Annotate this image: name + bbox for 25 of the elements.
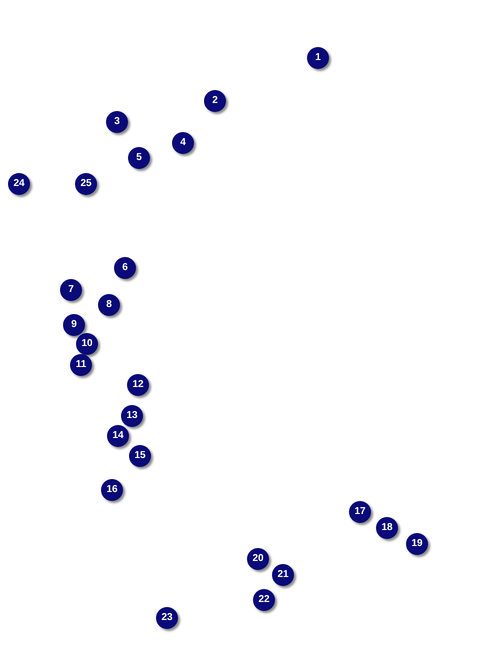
callout-number: 1: [307, 47, 329, 69]
callout-number: 13: [121, 405, 143, 427]
callout-number: 6: [114, 257, 136, 279]
callout-number: 14: [107, 425, 129, 447]
callout-number: 24: [8, 173, 30, 195]
callout-number: 18: [376, 517, 398, 539]
callout-number: 2: [204, 90, 226, 112]
callout-number: 25: [75, 173, 97, 195]
callout-number: 3: [106, 111, 128, 133]
callout-number: 10: [76, 333, 98, 355]
callout-number: 23: [156, 607, 178, 629]
callout-number: 4: [172, 132, 194, 154]
callout-number: 22: [253, 589, 275, 611]
callout-number: 16: [101, 479, 123, 501]
callout-number: 21: [272, 564, 294, 586]
callout-number: 19: [406, 533, 428, 555]
callout-number: 8: [98, 294, 120, 316]
callout-number: 17: [349, 501, 371, 523]
callout-number: 9: [63, 314, 85, 336]
callout-number: 7: [60, 279, 82, 301]
callout-number: 11: [70, 354, 92, 376]
callout-number: 20: [247, 548, 269, 570]
callout-number: 12: [127, 374, 149, 396]
callout-number: 5: [128, 147, 150, 169]
callout-number: 15: [129, 445, 151, 467]
